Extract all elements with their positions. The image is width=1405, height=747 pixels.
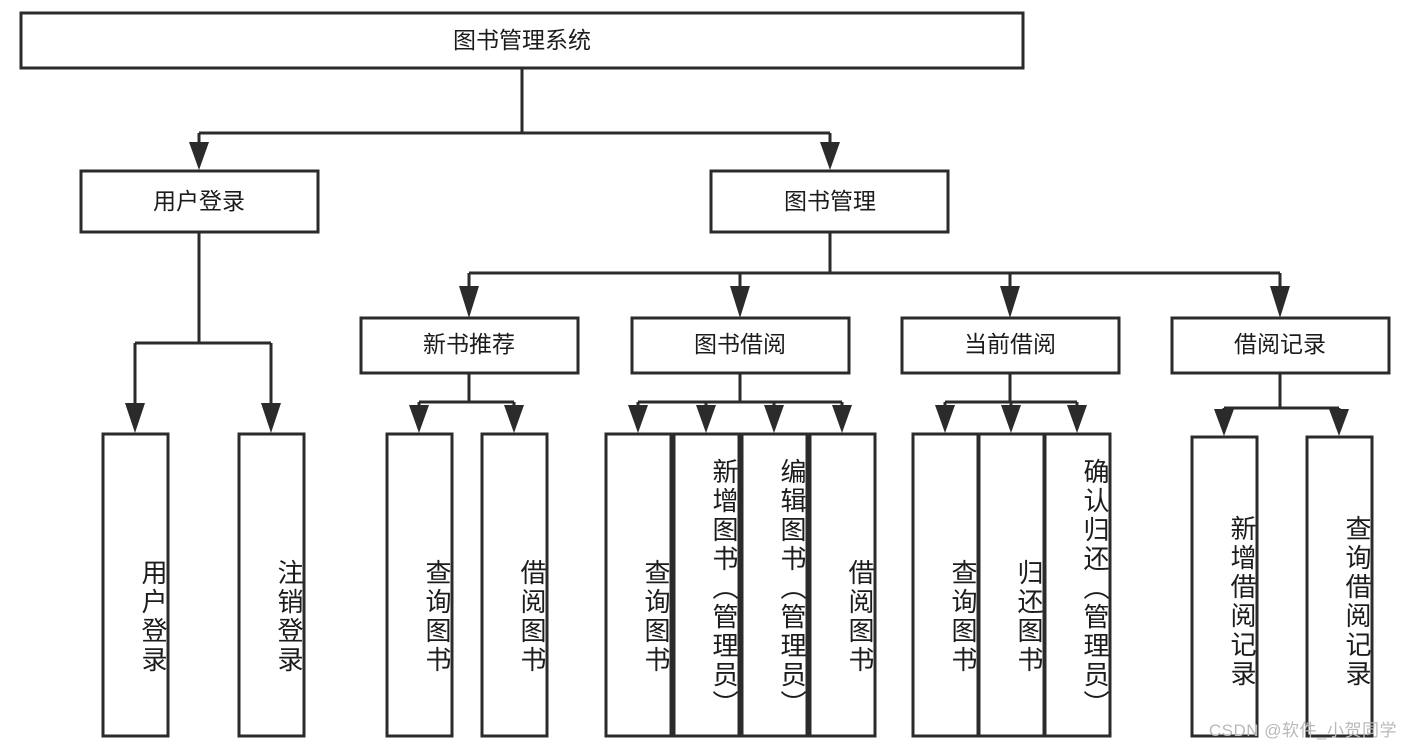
leaf-box-cb-return-book[interactable] (977, 432, 1046, 738)
node-current-borrow[interactable] (900, 316, 1121, 375)
arrow-head-book-manage (820, 142, 840, 170)
arrow-head-nb-leaf-1 (409, 405, 429, 433)
arrow-head-cb-leaf-3 (1067, 405, 1087, 433)
arrow-head-cb-leaf-1 (935, 405, 955, 433)
arrow-head-leaf-user-login (125, 403, 145, 433)
arrow-head-br-leaf-1 (1214, 409, 1234, 436)
node-root-label: 图书管理系统 (453, 27, 591, 53)
node-new-book-recommend[interactable] (359, 316, 580, 375)
arrow-head-user-login (189, 142, 209, 170)
leaf-box-cb-confirm-return[interactable] (1043, 432, 1112, 738)
leaf-box-bb-edit-book[interactable] (740, 432, 809, 738)
leaf-box-user-login[interactable] (101, 432, 170, 738)
node-root[interactable] (19, 11, 1025, 70)
leaf-box-br-add-record[interactable] (1190, 435, 1259, 738)
node-current-borrow-label: 当前借阅 (964, 331, 1056, 357)
node-book-borrow[interactable] (630, 316, 851, 375)
arrow-head-borrow-record (1270, 286, 1290, 318)
arrow-head-bb-leaf-4 (832, 405, 852, 433)
node-user-login-label: 用户登录 (153, 188, 245, 214)
node-borrow-record-label: 借阅记录 (1234, 331, 1326, 357)
arrow-head-book-borrow (730, 286, 750, 318)
arrow-head-new-book (459, 286, 479, 318)
node-book-management[interactable] (709, 169, 950, 234)
arrow-head-cb-leaf-2 (1001, 405, 1021, 433)
arrow-head-bb-leaf-3 (764, 405, 784, 433)
leaf-box-nb-query-book[interactable] (385, 432, 454, 738)
leaf-box-cb-query-book[interactable] (911, 432, 980, 738)
node-borrow-record[interactable] (1170, 316, 1391, 375)
arrow-head-nb-leaf-2 (504, 405, 524, 433)
leaf-box-logout[interactable] (237, 432, 306, 738)
leaf-box-bb-borrow-book[interactable] (808, 432, 877, 738)
leaf-box-nb-borrow-book[interactable] (480, 432, 549, 738)
leaf-box-bb-query-book[interactable] (604, 432, 673, 738)
arrow-head-bb-leaf-1 (628, 405, 648, 433)
csdn-watermark: CSDN @软件_小贺同学 (1208, 721, 1397, 740)
arrow-head-current-borrow (1000, 286, 1020, 318)
node-book-management-label: 图书管理 (784, 188, 876, 214)
leaf-box-br-query-record[interactable] (1305, 435, 1374, 738)
arrow-head-bb-leaf-2 (696, 405, 716, 433)
node-new-book-recommend-label: 新书推荐 (423, 331, 515, 357)
arrow-head-br-leaf-2 (1329, 409, 1349, 436)
arrow-head-leaf-logout (261, 403, 281, 433)
node-book-borrow-label: 图书借阅 (694, 331, 786, 357)
leaf-box-bb-add-book[interactable] (672, 432, 741, 738)
